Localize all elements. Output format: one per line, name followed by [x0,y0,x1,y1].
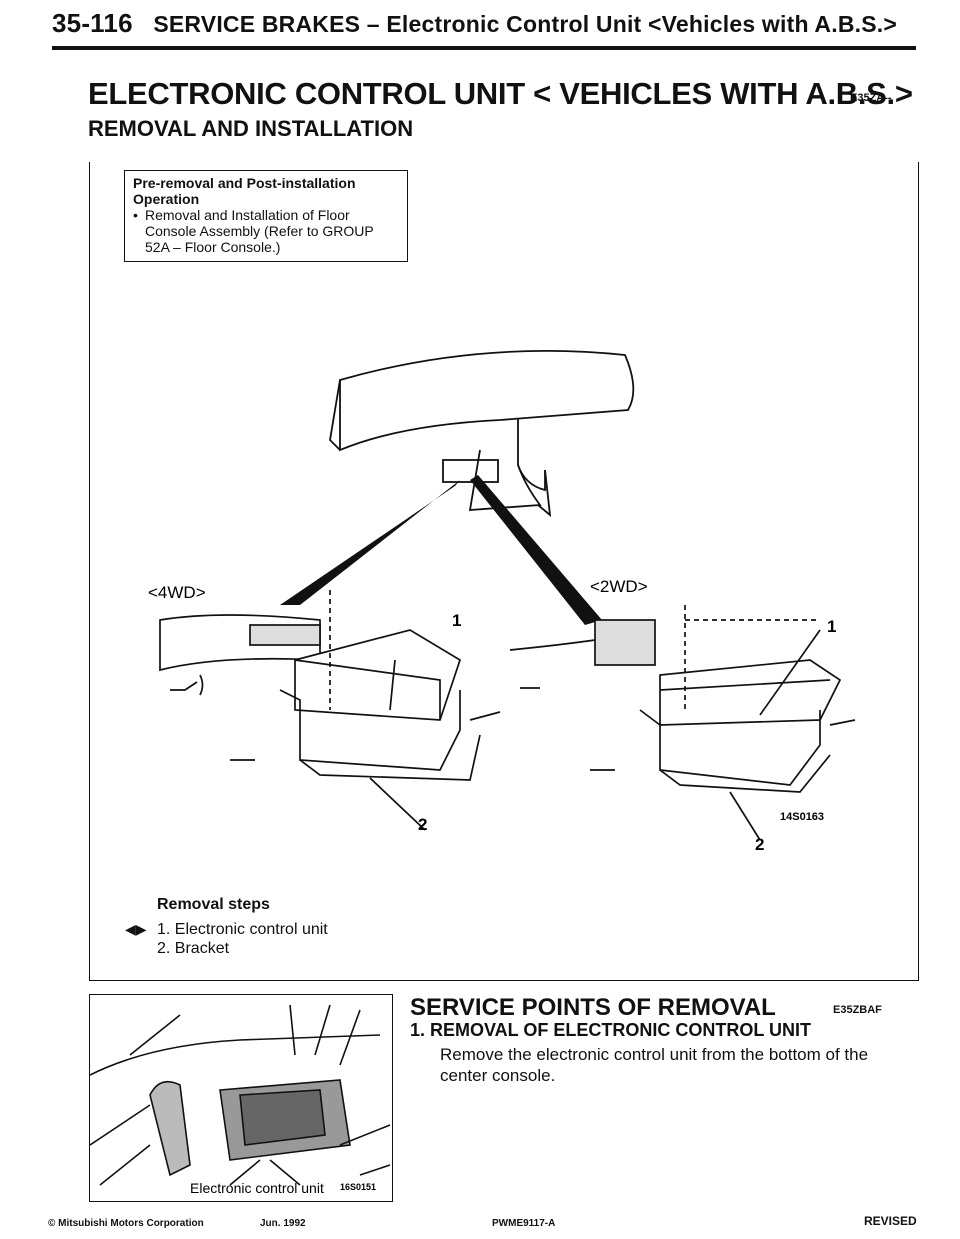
section-subtitle: REMOVAL AND INSTALLATION [88,116,414,141]
label-4wd: <4WD> [148,583,206,602]
pointer-4wd [280,480,460,605]
ecu-diagram: <4WD> <2WD> 1 2 1 2 14S0163 [148,350,856,850]
figure-code-main: 14S0163 [780,811,824,823]
ecu-photo-drawing: Electronic control unit 16S0151 [89,1004,391,1196]
pre-removal-heading: Pre-removal and Post-installation Operat… [133,175,356,207]
ecu-assembly-2wd [509,605,856,841]
label-2wd: <2WD> [590,577,648,596]
callout-1-2wd: 1 [827,617,836,636]
removal-steps-heading: Removal steps [157,896,270,913]
photo-figure-code: 16S0151 [340,1182,376,1192]
section-title: ELECTRONIC CONTROL UNIT < VEHICLES WITH … [88,76,913,111]
header-rule [52,46,916,50]
service-point-body: Remove the electronic control unit from … [440,1045,869,1085]
footer-copyright: © Mitsubishi Motors Corporation [48,1218,204,1229]
ecu-assembly-4wd [159,590,501,831]
page-number: 35-116 [52,8,133,38]
callout-2-2wd: 2 [755,835,764,850]
pre-removal-box: Pre-removal and Post-installation Operat… [124,170,408,262]
service-points-title: SERVICE POINTS OF REMOVAL [410,994,776,1021]
service-point-subheading: 1. REMOVAL OF ELECTRONIC CONTROL UNIT [410,1020,812,1040]
running-title: SERVICE BRAKES – Electronic Control Unit… [153,11,897,37]
removal-step-text: 1. Electronic control unit [157,921,328,938]
photo-caption: Electronic control unit [190,1180,324,1196]
ecu-photo: Electronic control unit 16S0151 [89,994,393,1202]
callout-2-4wd: 2 [418,815,427,834]
footer-date: Jun. 1992 [260,1218,306,1229]
running-header: 35-116 SERVICE BRAKES – Electronic Contr… [52,8,897,39]
console-connector [442,459,499,483]
removal-steps-list: ◀▶ 1. Electronic control unit 2. Bracket [125,920,328,958]
section-code: E35ZA-- [850,92,892,104]
footer-doc-code: PWME9117-A [492,1218,556,1229]
center-console [339,350,635,452]
pointer-2wd [470,475,602,625]
service-point-symbol: ◀▶ [125,921,147,937]
removal-step: ◀▶ 1. Electronic control unit [125,920,328,939]
removal-step: 2. Bracket [125,939,328,958]
removal-step-text: 2. Bracket [157,940,230,957]
pre-removal-item: Removal and Installation of Floor Consol… [133,207,399,255]
callout-1-4wd: 1 [452,611,461,630]
main-frame [89,162,919,981]
service-points-code: E35ZBAF [833,1004,882,1016]
footer-status: REVISED [864,1214,917,1228]
